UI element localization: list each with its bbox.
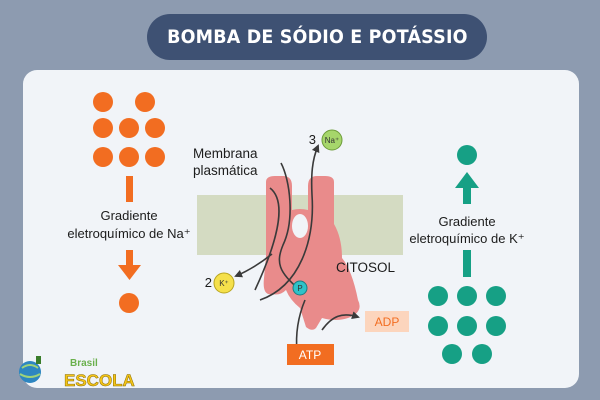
na-ion-icon bbox=[321, 129, 343, 151]
sodium-particle bbox=[119, 147, 139, 167]
logo-brasil-text: Brasil bbox=[70, 358, 98, 369]
potassium-particle bbox=[428, 286, 448, 306]
sodium-arrow bbox=[259, 144, 320, 301]
potassium-particle bbox=[457, 286, 477, 306]
na-gradient-label-line1: Gradiente bbox=[100, 208, 157, 223]
potassium-inward-line bbox=[278, 162, 301, 291]
sodium-particle bbox=[135, 92, 155, 112]
k-ion-count: 2 bbox=[205, 275, 212, 290]
adp-arrow bbox=[321, 311, 360, 331]
sodium-particle bbox=[93, 147, 113, 167]
page-title: BOMBA DE SÓDIO E POTÁSSIO bbox=[166, 26, 468, 48]
potassium-particle bbox=[457, 316, 477, 336]
sodium-particle bbox=[145, 118, 165, 138]
phosphate-label: P bbox=[297, 284, 302, 293]
book-icon bbox=[36, 356, 41, 364]
sodium-particle bbox=[145, 147, 165, 167]
atp-label: ATP bbox=[299, 348, 321, 362]
potassium-path-line bbox=[254, 187, 280, 291]
adp-label: ADP bbox=[375, 315, 400, 329]
na-gradient-label-line2: eletroquímico de Na⁺ bbox=[67, 226, 190, 241]
potassium-arrow bbox=[234, 253, 273, 278]
potassium-particle bbox=[442, 344, 462, 364]
membrane-label-line2: plasmática bbox=[193, 163, 258, 178]
cytosol-label: CITOSOL bbox=[336, 260, 396, 275]
sodium-particle bbox=[119, 118, 139, 138]
sodium-gradient-arrow bbox=[118, 176, 141, 280]
potassium-particle bbox=[472, 344, 492, 364]
potassium-particle bbox=[486, 286, 506, 306]
atp-box bbox=[287, 344, 334, 365]
k-ion-icon bbox=[213, 272, 235, 294]
potassium-particles-inside bbox=[428, 286, 506, 364]
sodium-potassium-pump-protein bbox=[263, 176, 360, 330]
k-gradient-label-line1: Gradiente bbox=[438, 214, 495, 229]
sodium-particle bbox=[93, 118, 113, 138]
brasil-escola-logo: Brasil ESCOLA bbox=[19, 356, 135, 390]
k-ion-label: K⁺ bbox=[219, 279, 229, 288]
sodium-particle-inside bbox=[119, 293, 139, 313]
adp-box bbox=[365, 311, 409, 332]
potassium-particle-outside bbox=[457, 145, 477, 165]
title-banner: BOMBA DE SÓDIO E POTÁSSIO bbox=[147, 14, 487, 60]
membrane-label-line1: Membrana bbox=[193, 146, 258, 161]
potassium-gradient-arrow bbox=[455, 172, 479, 277]
na-ion-label: Na⁺ bbox=[325, 136, 339, 145]
potassium-particle bbox=[486, 316, 506, 336]
logo-escola-text: ESCOLA bbox=[64, 371, 135, 390]
sodium-particle bbox=[93, 92, 113, 112]
na-ion-count: 3 bbox=[309, 132, 316, 147]
sodium-particles-outside bbox=[93, 92, 165, 167]
phosphate-icon bbox=[292, 280, 308, 296]
k-gradient-label-line2: eletroquímico de K⁺ bbox=[409, 231, 524, 246]
potassium-particle bbox=[428, 316, 448, 336]
